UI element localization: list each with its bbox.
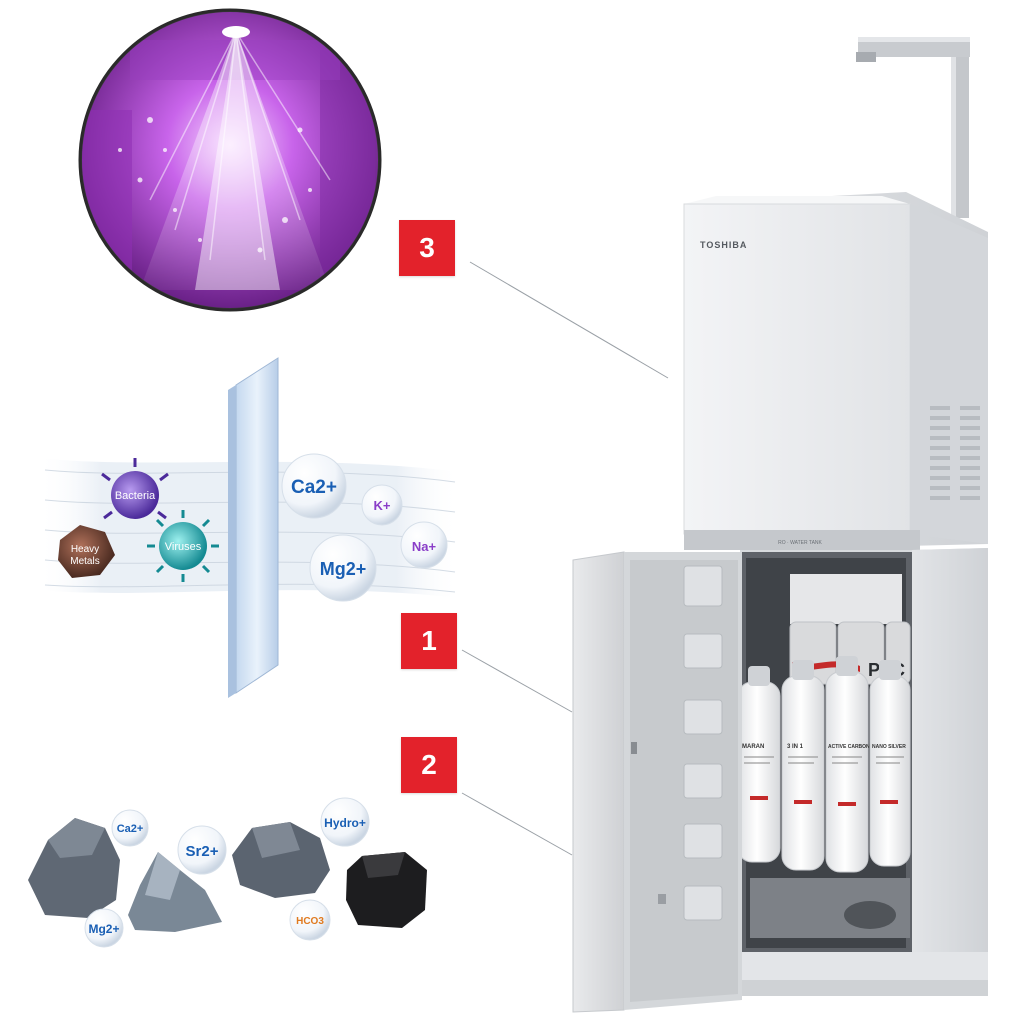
stone-ca-bubble: Ca2+ <box>111 809 149 847</box>
filter-2-label: 3 IN 1 <box>787 744 804 750</box>
stone-hydro-bubble: Hydro+ <box>320 797 370 847</box>
bacteria-icon: Bacteria <box>101 458 169 520</box>
brand-logo: TOSHIBA <box>700 240 747 250</box>
stone-hydro-label: Hydro+ <box>324 816 366 830</box>
k-label: K+ <box>374 498 391 513</box>
tank-strip <box>684 530 920 550</box>
stone-ca-label: Ca2+ <box>117 823 144 835</box>
mg-bubble: Mg2+ <box>309 534 377 602</box>
ca-bubble: Ca2+ <box>281 453 347 519</box>
callout-badge-1: 1 <box>401 613 457 669</box>
callout-badge-3: 3 <box>399 220 455 276</box>
k-bubble: K+ <box>361 484 403 526</box>
filter-3-label: ACTIVE CARBON <box>828 744 870 750</box>
stone-hco3-bubble: HCO3 <box>289 899 331 941</box>
na-bubble: Na+ <box>400 521 448 569</box>
mg-label: Mg2+ <box>320 559 367 579</box>
callout-badge-2: 2 <box>401 737 457 793</box>
stone-sr-bubble: Sr2+ <box>177 825 227 875</box>
stone-sr-label: Sr2+ <box>186 843 219 860</box>
stone-mg-bubble: Mg2+ <box>84 908 124 948</box>
uv-sterilization-image <box>78 8 382 312</box>
virus-label: Viruses <box>165 541 202 553</box>
tank-label: RO · WATER TANK <box>778 540 822 546</box>
open-door[interactable] <box>572 551 742 1013</box>
leader-lines <box>461 261 669 856</box>
upper-front-panel <box>683 203 911 535</box>
filter-4-label: NANO SILVER <box>872 744 906 750</box>
virus-icon: Viruses <box>147 510 219 582</box>
filter-1-label: MARAN <box>742 744 764 750</box>
stone-hco3-label: HCO3 <box>296 916 324 927</box>
ca-label: Ca2+ <box>291 477 337 498</box>
mineral-stones-graphic: Ca2+ Sr2+ Hydro+ Mg2+ HCO3 <box>28 797 427 948</box>
na-label: Na+ <box>412 539 437 554</box>
filter-cartridges: MARAN 3 IN 1 ACTIVE CARBON NANO SILVER <box>737 656 911 873</box>
bacteria-label: Bacteria <box>115 490 156 502</box>
water-dispenser: TOSHIBA RO · WATER TANK PPC MARAN <box>572 37 988 1013</box>
stone-mg-label: Mg2+ <box>88 922 119 936</box>
